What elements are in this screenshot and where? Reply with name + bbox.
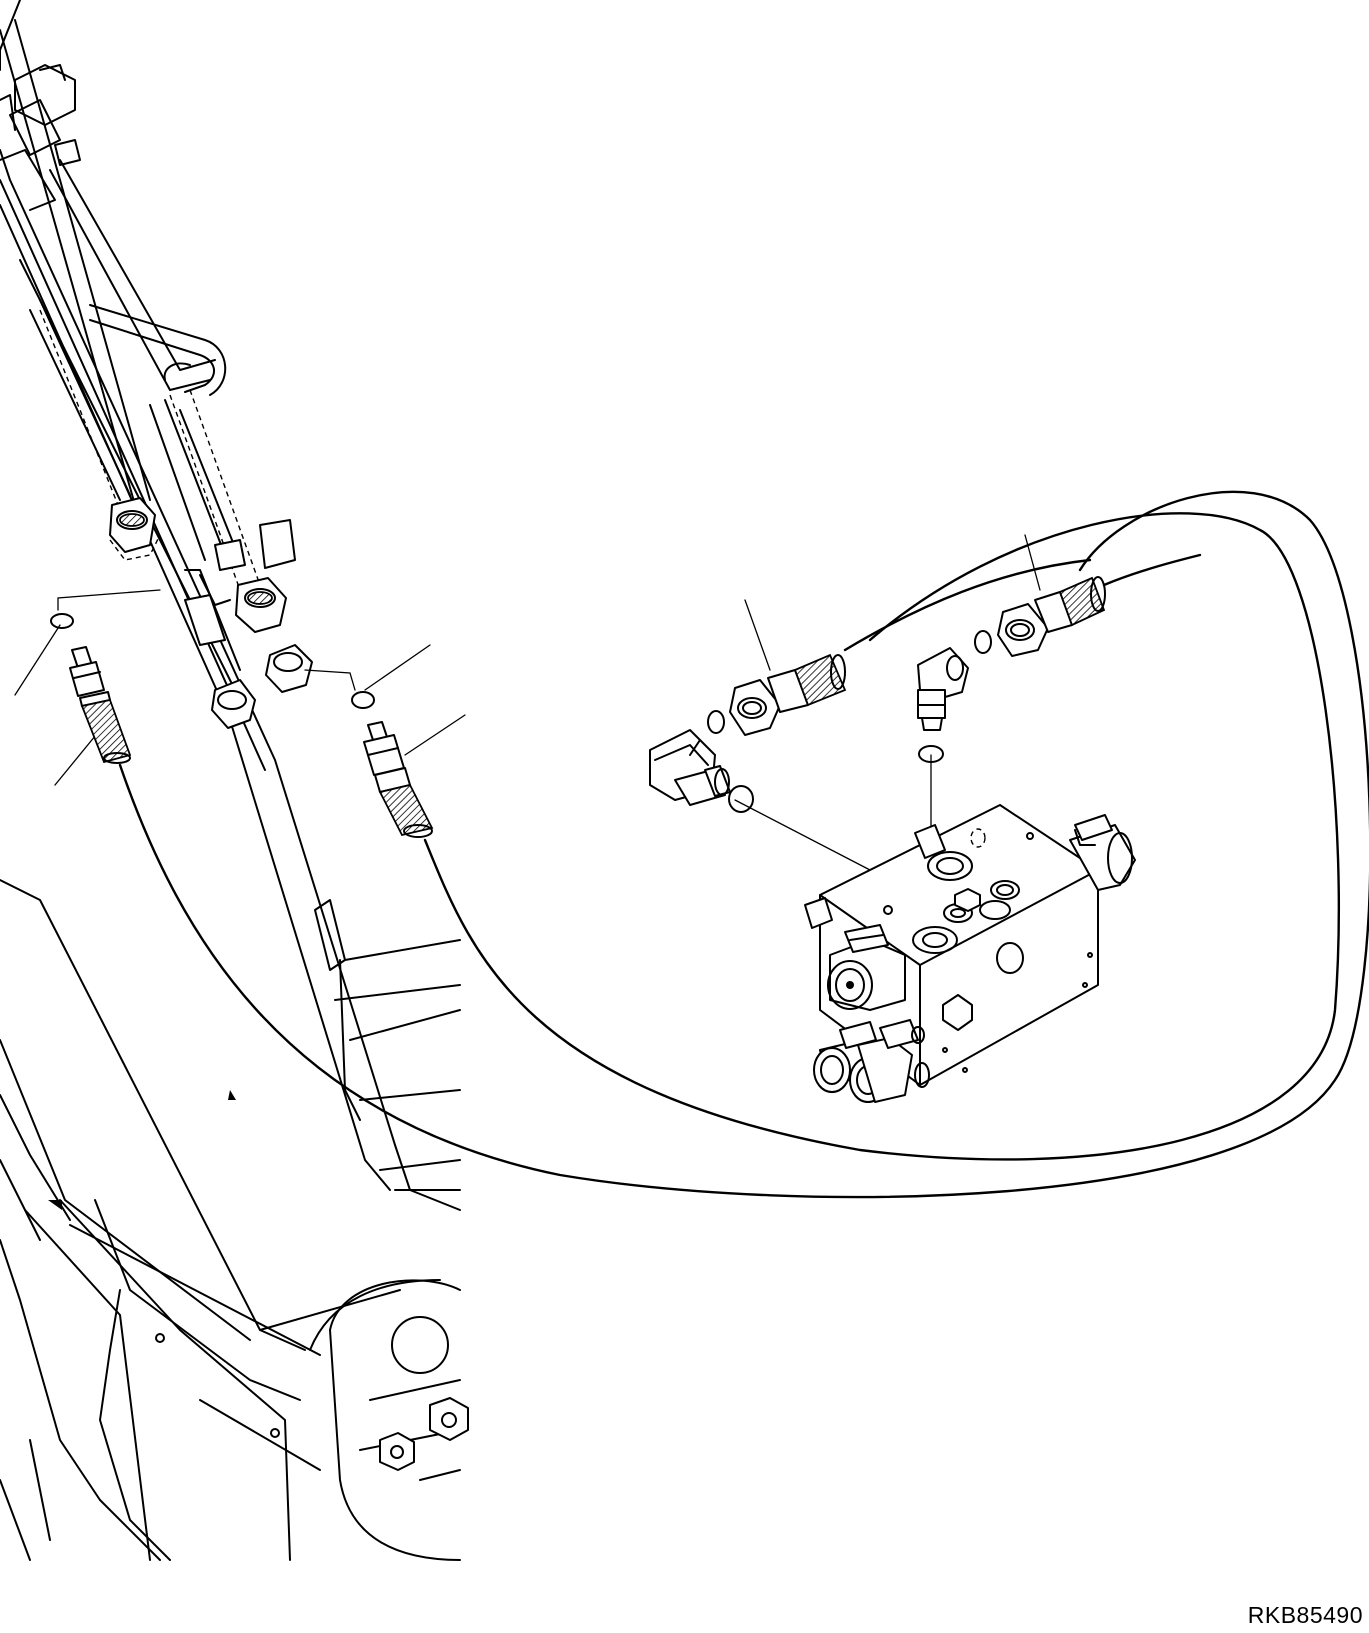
elbow-fitting-left [650, 730, 730, 805]
valve-solenoid-left [828, 925, 905, 1010]
bolt-hex-upper [430, 1398, 468, 1440]
tube-clamp-left [110, 498, 160, 560]
tube-end-fitting-middle [266, 645, 312, 692]
hose-left [51, 492, 1369, 1197]
elbow-fitting-right [918, 648, 968, 730]
hose-upper-right [708, 555, 1200, 812]
valve-port-top [928, 852, 972, 880]
tube-end-fitting-lower-left [212, 680, 255, 728]
drawing-code-label: RKB85490 [1247, 1602, 1363, 1628]
o-ring-middle [352, 692, 374, 708]
boom-structure [0, 0, 468, 1560]
valve-block [805, 805, 1135, 1102]
valve-port-main [913, 927, 957, 953]
o-ring-upper-left [708, 711, 724, 733]
o-ring-valve-top [919, 746, 943, 762]
bolt-hex-lower [380, 1433, 414, 1470]
o-ring-upper-right [975, 631, 991, 653]
tube-clamp-right [236, 578, 286, 632]
o-ring-valve-left [729, 786, 753, 812]
valve-solenoid-right [1070, 815, 1135, 890]
arm-cylinder-tubes [0, 20, 312, 728]
hose-middle [352, 513, 1339, 1159]
o-ring-left [51, 614, 73, 628]
valve-bottom-ports [814, 1020, 929, 1102]
